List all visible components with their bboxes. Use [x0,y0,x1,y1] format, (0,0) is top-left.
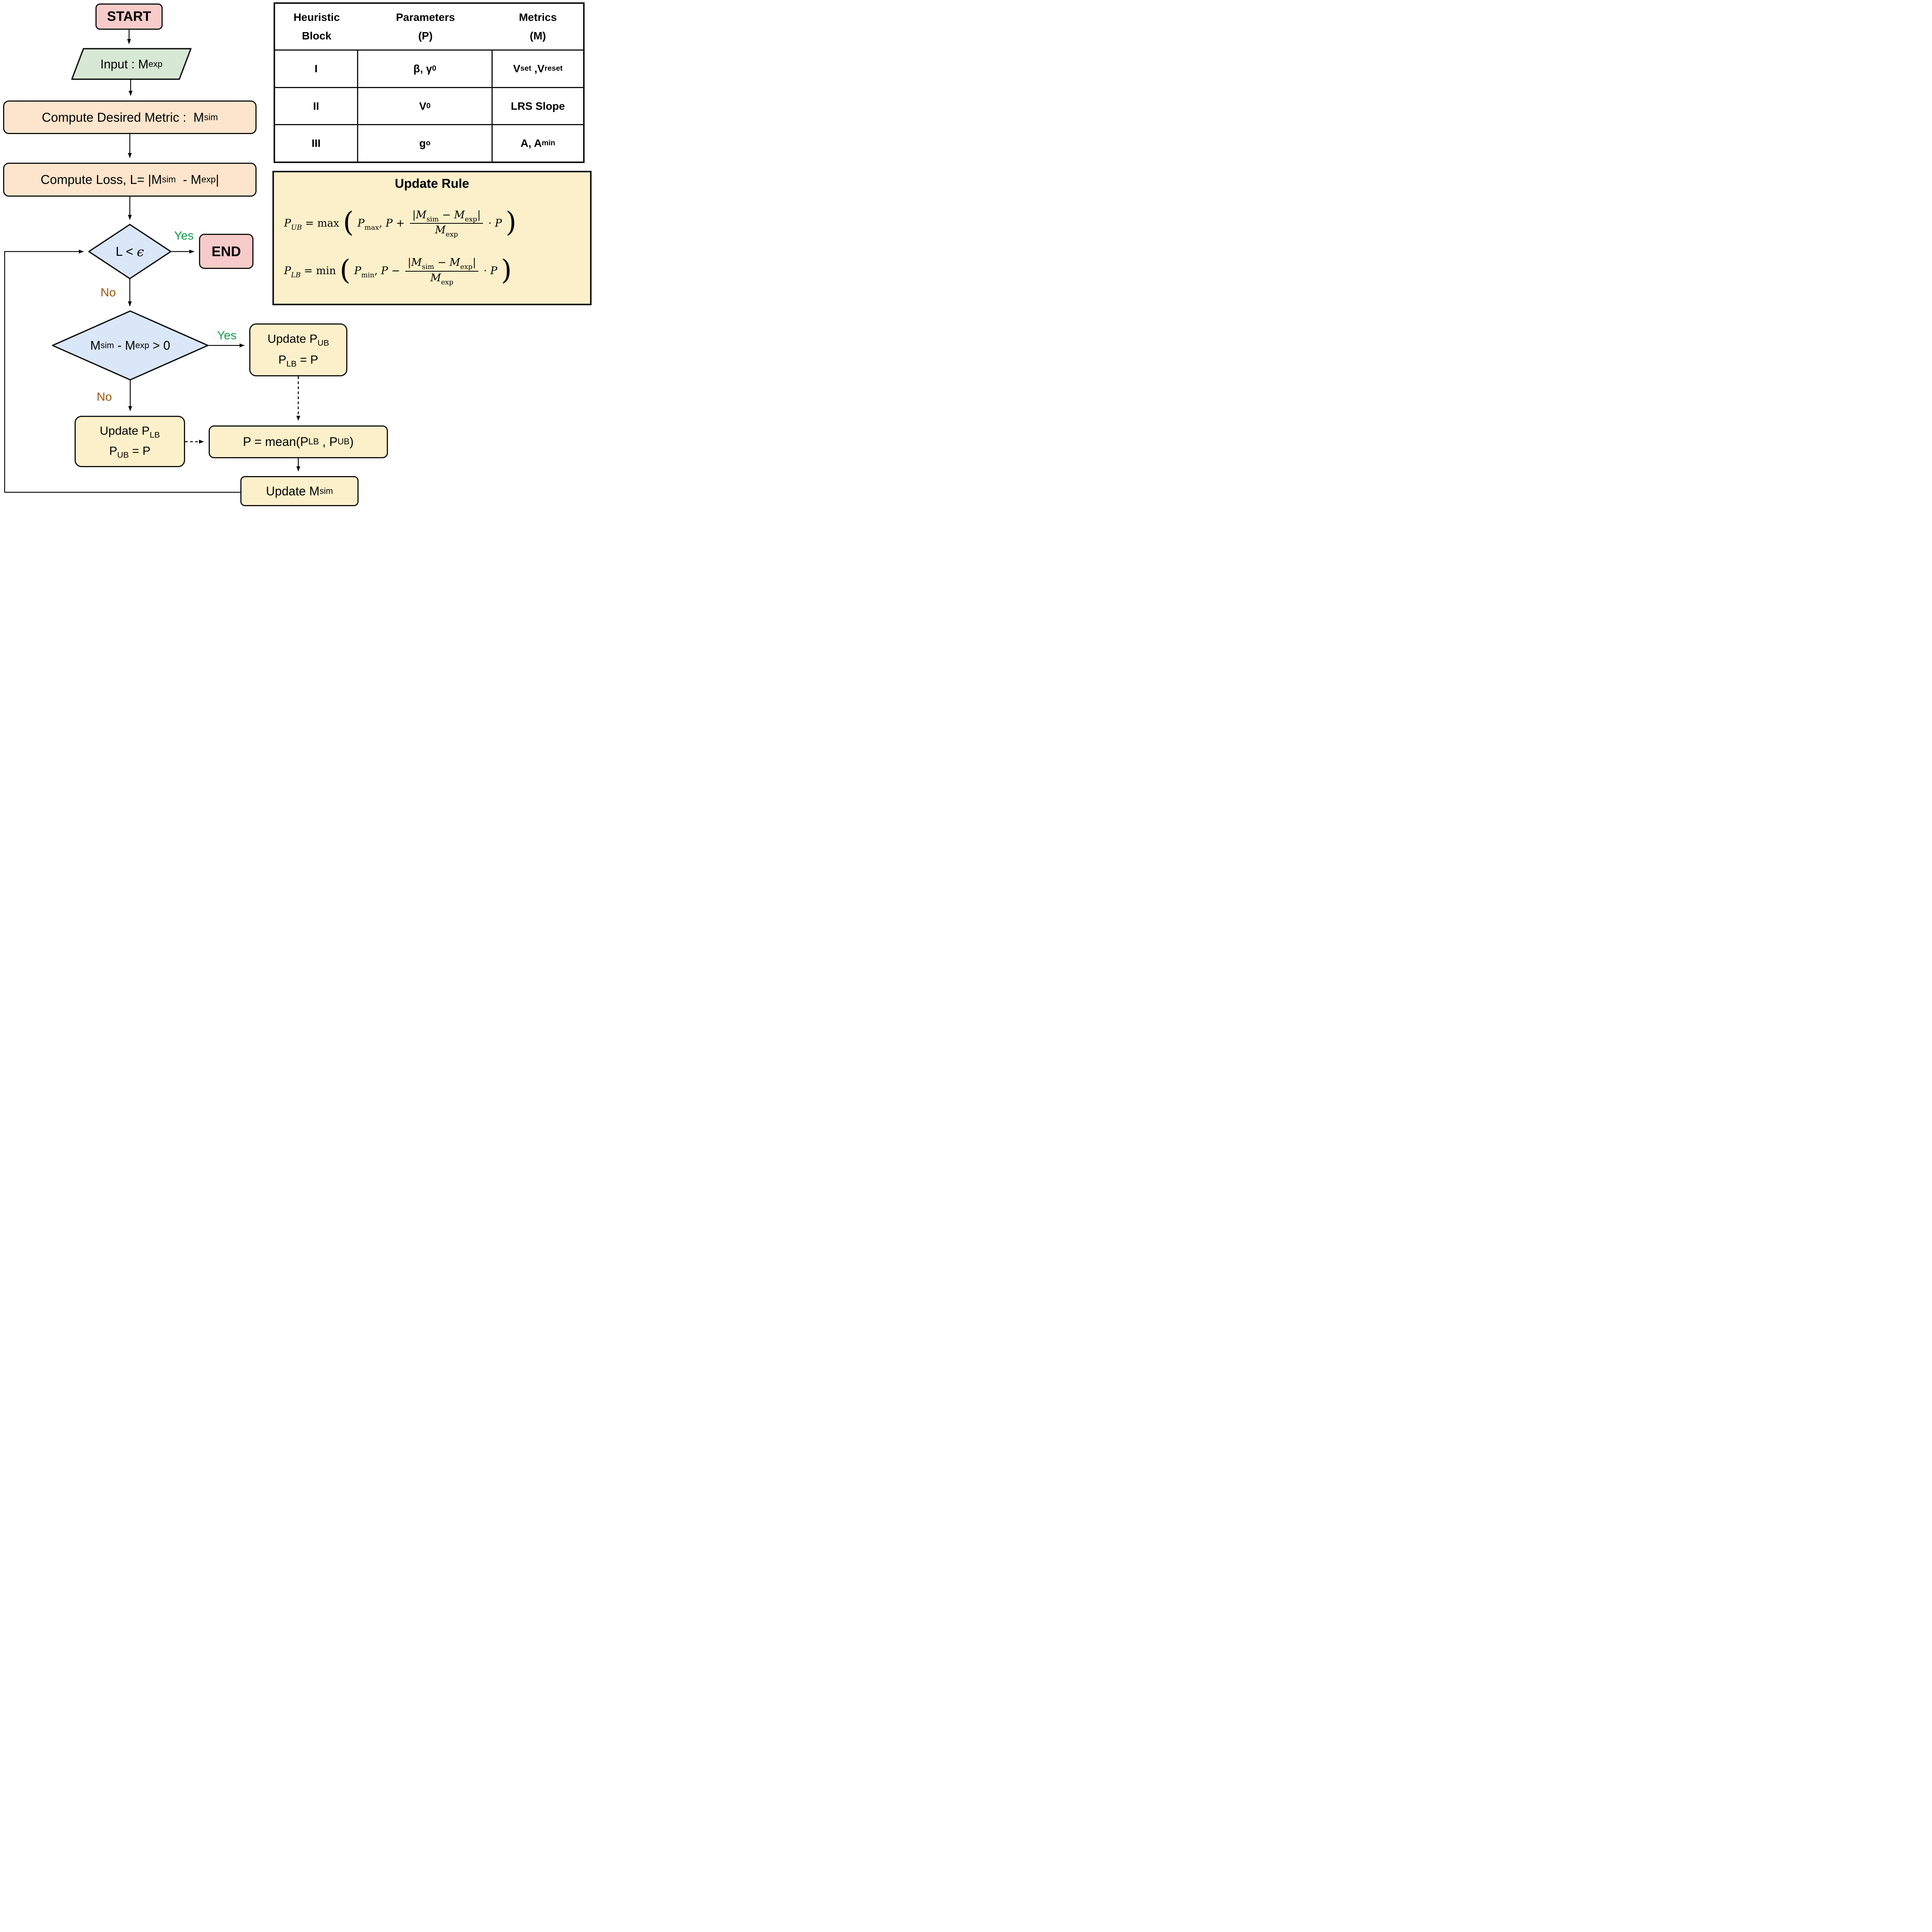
metrics-cell: LRS Slope [510,100,565,112]
update-rule-panel: Update Rule PUB = max ( Pmax, P + |Msim … [272,171,592,305]
formula-lower-bound: PLB = min ( Pmin, P − |Msim − Mexp|Mexp … [284,253,512,286]
end-node: END [199,234,253,269]
connector-layer [4,30,300,493]
yes-label-sign: Yes [217,328,237,342]
no-label-sign: No [97,390,112,403]
yes-label-loss: Yes [174,229,194,242]
update-ub-line2: PLB = P [278,352,318,368]
update-lb-node: Update PLB PUB = P [75,416,185,467]
formula-upper-bound: PUB = max ( Pmax, P + |Msim − Mexp|Mexp … [284,206,517,239]
loss-decision-label: L < ϵ [116,244,144,259]
block-cell: II [275,88,358,124]
block-cell: III [275,125,358,162]
update-rule-title: Update Rule [395,176,469,190]
no-label-loss: No [100,286,116,299]
update-ub-node: Update PUB PLB = P [249,323,347,376]
block-cell: I [275,51,358,87]
start-node: START [95,3,163,30]
header-parameters: Parameters(P) [396,11,455,42]
update-rule-body: PUB = max ( Pmax, P + |Msim − Mexp|Mexp … [274,191,590,304]
header-metrics: Metrics(M) [519,11,557,42]
update-lb-line1: Update PLB [100,423,160,440]
update-ub-line1: Update PUB [267,332,329,348]
feedback-loop-line [4,250,240,493]
update-lb-line2: PUB = P [109,444,151,460]
input-parallelogram [71,48,192,80]
